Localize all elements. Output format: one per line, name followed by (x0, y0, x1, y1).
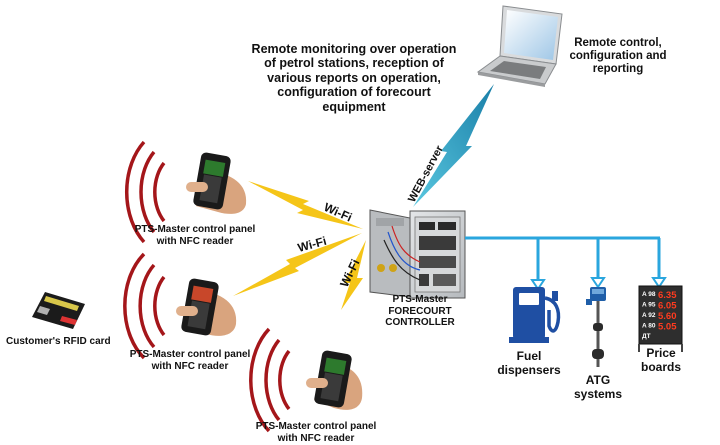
price-board-price: 5.05 (658, 322, 677, 333)
bus-arrow-atg (590, 277, 606, 289)
fuel-dispenser-icon (509, 287, 561, 343)
panel-label-2: PTS-Master control panel with NFC reader (129, 349, 251, 372)
caption-remote-monitoring: Remote monitoring over operation of petr… (251, 42, 457, 114)
price-board-grade: A 95 (642, 302, 656, 309)
field-bus-lines (465, 236, 661, 280)
price-boards-label: Price boards (640, 346, 681, 374)
panel-label-3: PTS-Master control panel with NFC reader (255, 421, 377, 444)
price-board-grade: A 80 (642, 323, 656, 330)
price-board-grade: A 98 (642, 291, 656, 298)
bus-arrow-price-boards (651, 277, 667, 289)
price-board-icon: A 98 A 95 A 92 A 80 ДТ 6.356.055.605.05 (638, 285, 683, 352)
controller-label: PTS-Master FORECOURT CONTROLLER (385, 294, 455, 328)
laptop-icon (476, 5, 563, 87)
price-board-price: 5.60 (658, 311, 677, 322)
price-board-grade: ДТ (642, 333, 651, 340)
caption-remote-control: Remote control, configuration and report… (569, 37, 667, 76)
panel-label-1: PTS-Master control panel with NFC reader (134, 224, 256, 247)
fuel-dispensers-label: Fuel dispensers (497, 349, 561, 377)
rfid-card-label: Customer's RFID card (6, 336, 111, 347)
bus-arrow-dispensers (530, 279, 546, 291)
wifi-link-top: Wi-Fi (248, 181, 363, 229)
wifi-link-bottom-label: Wi-Fi (337, 257, 362, 289)
controller-cabinet-icon (369, 209, 466, 299)
price-board-grade: A 92 (642, 312, 656, 319)
control-panel-device-3 (249, 327, 363, 433)
control-panel-device-1 (124, 140, 247, 244)
rfid-card-icon (32, 292, 85, 329)
price-board-price: 6.35 (658, 290, 677, 301)
atg-systems-label: ATG systems (573, 373, 623, 401)
wifi-link-middle: Wi-Fi (233, 233, 362, 296)
atg-probe-icon (586, 287, 606, 367)
price-board-price: 6.05 (658, 301, 677, 312)
control-panel-device-2 (123, 252, 237, 360)
wifi-link-bottom: Wi-Fi (337, 240, 366, 310)
